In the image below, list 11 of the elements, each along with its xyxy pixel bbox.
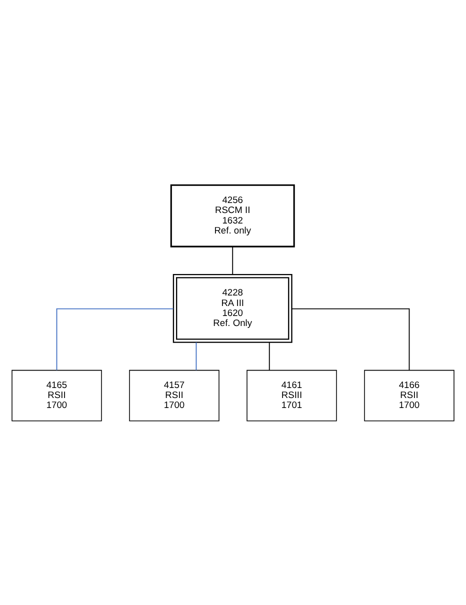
node-box: 4228 RA III 1620 Ref. Only: [172, 274, 292, 342]
connector: [232, 246, 234, 275]
node-box: 4166 RSII 1700: [364, 369, 454, 421]
connector: [268, 341, 270, 370]
connector: [196, 341, 197, 370]
connector: [291, 308, 410, 370]
connector: [56, 308, 174, 370]
node-box: 4165 RSII 1700: [12, 369, 102, 421]
node-box: 4157 RSII 1700: [129, 369, 220, 421]
node-box: 4256 RSCM II 1632 Ref. only: [170, 184, 295, 247]
node-box: 4161 RSIII 1701: [246, 369, 337, 421]
